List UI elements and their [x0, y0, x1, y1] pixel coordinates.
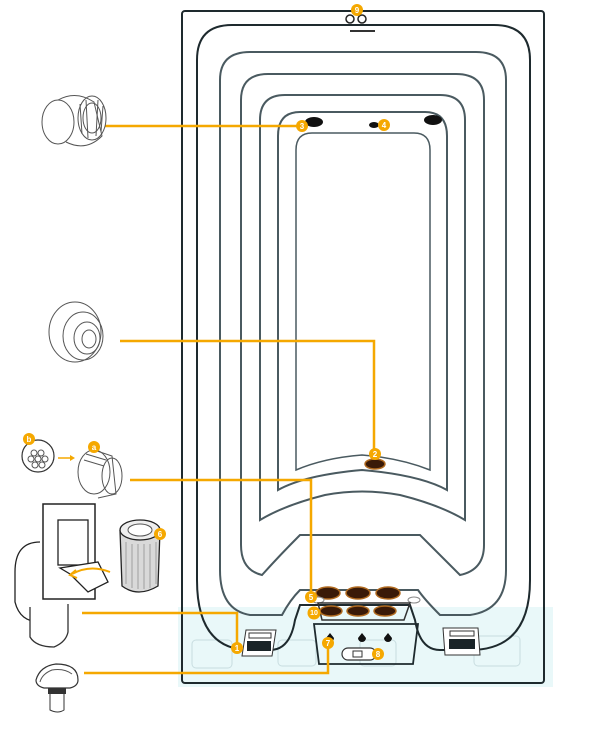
side-light-right [407, 596, 421, 604]
callout-7[interactable]: 7 [322, 637, 334, 649]
spa-ring-3 [240, 73, 485, 577]
leader-5 [130, 478, 313, 595]
pump-sketches [191, 635, 521, 669]
filter-lid-left [241, 629, 277, 657]
svg-text:b: b [27, 435, 32, 444]
swim-jets-upper [315, 586, 401, 600]
callout-8[interactable]: 8 [372, 648, 384, 660]
svg-text:7: 7 [326, 639, 331, 648]
spa-floor [295, 132, 431, 472]
swim-jets-lower [319, 605, 397, 617]
spa-shell-outer [196, 24, 531, 651]
swim-jet-icon [77, 449, 123, 499]
filter-lid-right [442, 627, 481, 656]
top-small-jet [369, 122, 379, 128]
spa-ring-4 [259, 94, 466, 522]
arrow-head-b-a [70, 455, 75, 461]
leader-7 [84, 645, 330, 675]
control-panel[interactable] [341, 647, 377, 661]
spa-ring-2 [219, 51, 507, 616]
svg-text:8: 8 [376, 650, 381, 659]
svg-text:1: 1 [235, 644, 240, 653]
svg-text:a: a [92, 443, 97, 452]
top-fitting-left [345, 14, 355, 24]
filter-cartridge-icon [119, 519, 161, 593]
leader-2 [120, 339, 376, 456]
spa-frame [181, 10, 545, 684]
control-panel-display [352, 650, 363, 658]
callout-b[interactable]: b [23, 433, 35, 445]
callout-1[interactable]: 1 [231, 642, 243, 654]
callout-2[interactable]: 2 [369, 448, 381, 460]
center-floor-jet [364, 458, 386, 470]
svg-text:6: 6 [158, 530, 163, 539]
svg-text:5: 5 [309, 593, 314, 602]
top-fitting-right [357, 14, 367, 24]
svg-text:3: 3 [300, 122, 305, 131]
top-wall-jet-left [305, 117, 323, 127]
leader-1 [82, 611, 239, 647]
control-box [312, 623, 420, 665]
jet-face-icon [21, 439, 55, 473]
callout-9[interactable]: 9 [351, 4, 363, 16]
svg-text:10: 10 [310, 610, 318, 617]
callout-badges: 9 3 4 2 5 10 1 7 8 6 a b [23, 4, 390, 660]
callout-5[interactable]: 5 [305, 591, 317, 603]
callout-3[interactable]: 3 [296, 120, 308, 132]
skimmer-icon [14, 503, 111, 648]
callout-a[interactable]: a [88, 441, 100, 453]
svg-text:9: 9 [355, 6, 360, 15]
floor-jet-icon [48, 301, 104, 363]
callout-6[interactable]: 6 [154, 528, 166, 540]
callout-10[interactable]: 10 [307, 606, 321, 620]
svg-text:2: 2 [373, 450, 378, 459]
air-control-icon [35, 663, 79, 713]
step-block [317, 602, 412, 621]
spa-ring-5 [277, 111, 448, 492]
top-wall-jet-right [424, 115, 442, 125]
leader-lines [58, 124, 376, 675]
svg-text:4: 4 [382, 121, 387, 130]
massage-jet-icon [41, 95, 107, 147]
callout-4[interactable]: 4 [378, 119, 390, 131]
